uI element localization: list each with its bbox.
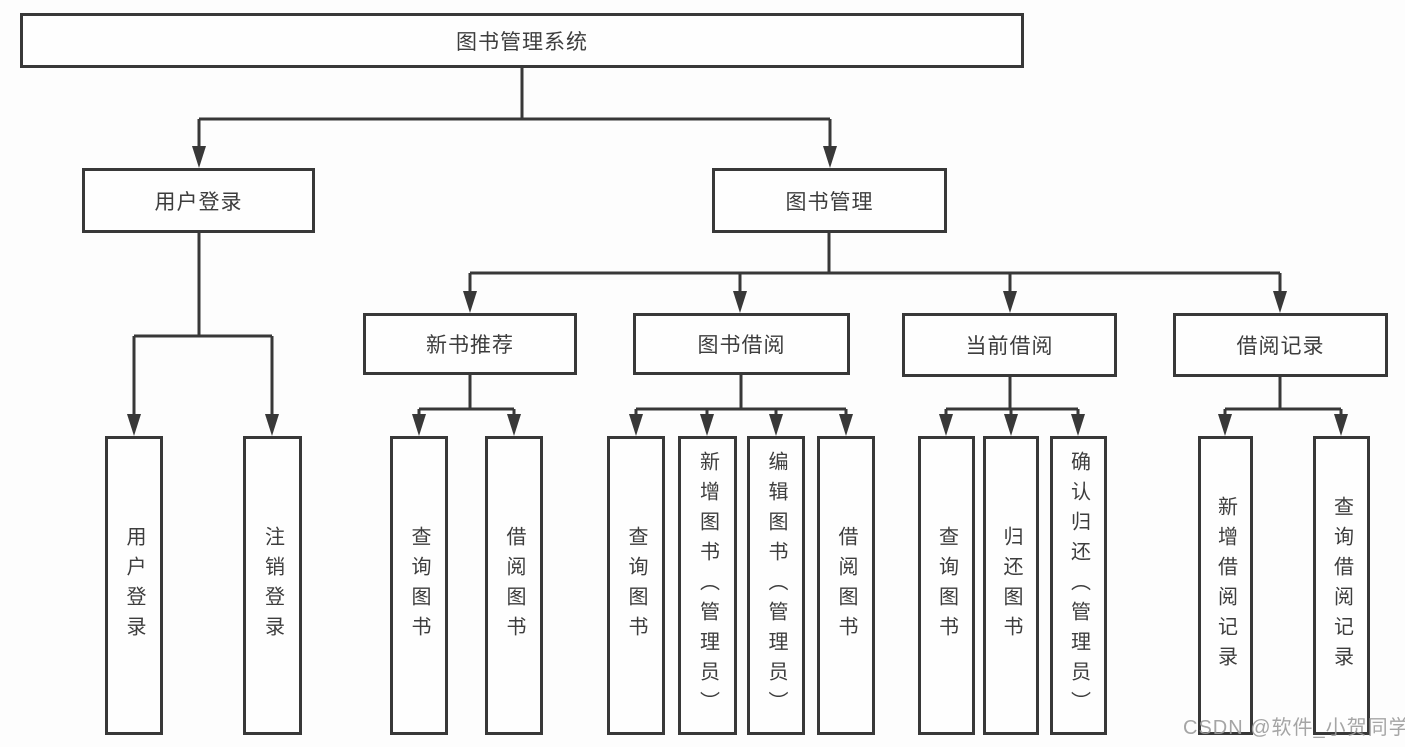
arrow-down-icon (1003, 291, 1017, 313)
node-user-login-label: 用户登录 (154, 190, 243, 214)
node-new-book-recommend: 新书推荐 (363, 313, 577, 375)
leaf-nb-query-book-label: 查询图书 (408, 525, 430, 646)
arrow-down-icon (1004, 414, 1018, 436)
arrow-down-icon (823, 146, 837, 168)
leaf-nb-borrow-book-label: 借阅图书 (503, 525, 525, 646)
leaf-bb-add-book: 新增图书（管理员） (678, 436, 737, 735)
leaf-bb-query-book-label: 查询图书 (625, 525, 647, 646)
leaf-cb-confirm-return-label: 确认归还（管理员） (1067, 450, 1090, 721)
connector-book-borrow-to-leaves (634, 374, 848, 416)
connector-user-login-to-leaves (132, 233, 274, 416)
arrow-down-icon (192, 146, 206, 168)
node-root: 图书管理系统 (20, 13, 1024, 68)
arrow-down-icon (1334, 414, 1348, 436)
arrow-down-icon (700, 414, 714, 436)
leaf-logout-label: 注销登录 (261, 525, 284, 646)
leaf-cb-confirm-return: 确认归还（管理员） (1050, 436, 1107, 735)
arrow-down-icon (733, 291, 747, 313)
leaf-bb-query-book: 查询图书 (607, 436, 665, 735)
node-new-book-recommend-label: 新书推荐 (426, 334, 514, 357)
leaf-bb-edit-book: 编辑图书（管理员） (747, 436, 805, 735)
node-borrow-records-label: 借阅记录 (1236, 335, 1325, 358)
connector-new-book-to-leaves (417, 374, 516, 416)
node-borrow-records: 借阅记录 (1173, 313, 1388, 377)
node-book-borrow: 图书借阅 (633, 313, 850, 375)
arrow-down-icon (412, 414, 426, 436)
node-book-management: 图书管理 (712, 168, 947, 233)
leaf-bb-borrow-book: 借阅图书 (817, 436, 875, 735)
arrow-down-icon (265, 414, 279, 436)
node-current-borrow: 当前借阅 (902, 313, 1117, 377)
leaf-br-add-record-label: 新增借阅记录 (1214, 495, 1237, 676)
connector-book-management-to-level3 (468, 233, 1282, 293)
connector-current-borrow-to-leaves (944, 377, 1080, 416)
leaf-nb-borrow-book: 借阅图书 (485, 436, 543, 735)
leaf-bb-edit-book-label: 编辑图书（管理员） (765, 450, 787, 721)
leaf-cb-return-book: 归还图书 (983, 436, 1039, 735)
arrowheads (127, 146, 1348, 436)
connector-root-to-level2 (197, 68, 832, 149)
leaf-cb-query-book-label: 查询图书 (935, 525, 958, 646)
node-current-borrow-label: 当前借阅 (965, 335, 1054, 358)
node-book-management-label: 图书管理 (785, 190, 874, 214)
arrow-down-icon (769, 414, 783, 436)
arrow-down-icon (1273, 291, 1287, 313)
leaf-cb-query-book: 查询图书 (918, 436, 975, 735)
arrow-down-icon (463, 291, 477, 313)
leaf-br-add-record: 新增借阅记录 (1198, 436, 1253, 735)
leaf-user-login-label: 用户登录 (123, 525, 145, 646)
arrow-down-icon (1218, 414, 1232, 436)
arrow-down-icon (939, 414, 953, 436)
arrow-down-icon (127, 414, 141, 436)
leaf-cb-return-book-label: 归还图书 (1000, 525, 1022, 646)
node-root-label: 图书管理系统 (456, 30, 588, 54)
leaf-br-query-record: 查询借阅记录 (1313, 436, 1370, 735)
leaf-bb-borrow-book-label: 借阅图书 (835, 525, 857, 646)
arrow-down-icon (507, 414, 521, 436)
leaf-br-query-record-label: 查询借阅记录 (1330, 495, 1353, 676)
arrow-down-icon (1071, 414, 1085, 436)
connector-borrow-records-to-leaves (1223, 377, 1343, 416)
arrow-down-icon (629, 414, 643, 436)
arrow-down-icon (839, 414, 853, 436)
node-book-borrow-label: 图书借阅 (697, 334, 786, 357)
leaf-bb-add-book-label: 新增图书（管理员） (696, 450, 719, 721)
leaf-user-login: 用户登录 (105, 436, 163, 735)
leaf-logout: 注销登录 (243, 436, 302, 735)
leaf-nb-query-book: 查询图书 (390, 436, 448, 735)
node-user-login: 用户登录 (82, 168, 315, 233)
